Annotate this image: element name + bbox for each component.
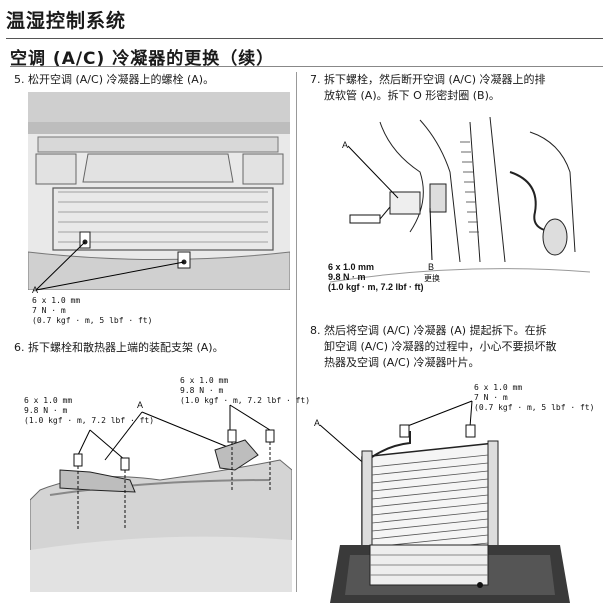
fig8-spec-size: 6 x 1.0 mm <box>474 383 523 392</box>
step-6-text: 6. 拆下螺栓和散热器上端的装配支架 (A)。 <box>14 341 224 354</box>
header-divider <box>6 38 603 39</box>
fig5-spec-size: 6 x 1.0 mm <box>32 296 81 305</box>
figure-step-7 <box>330 116 590 283</box>
fig5-spec-torque: 7 N · m <box>32 306 66 315</box>
step-7-text-line-2: 放软管 (A)。拆下 O 形密封圈 (B)。 <box>324 89 500 102</box>
figure-step-8 <box>319 400 570 603</box>
fig5-label-a: A <box>32 285 39 295</box>
fig7-label-b: B <box>428 262 435 272</box>
fig6-right-spec-torque: 9.8 N · m <box>180 386 224 395</box>
fig8-spec-conversion: (0.7 kgf · m, 5 lbf · ft) <box>474 403 595 412</box>
fig6-right-spec-size: 6 x 1.0 mm <box>180 376 229 385</box>
fig7-label-b-note: 更换 <box>424 274 440 283</box>
fig7-spec-torque: 9.8 N · m <box>328 272 366 282</box>
column-divider <box>296 72 297 592</box>
figure-step-6 <box>30 404 292 592</box>
fig6-right-spec-conversion: (1.0 kgf · m, 7.2 lbf · ft) <box>180 396 311 405</box>
leader-lines-step-5 <box>35 241 185 291</box>
step-8-text-line-3: 热器及空调 (A/C) 冷凝器叶片。 <box>324 356 480 369</box>
fig5-spec-conversion: (0.7 kgf · m, 5 lbf · ft) <box>32 316 153 325</box>
step-8-text-line-2: 卸空调 (A/C) 冷凝器的过程中，小心不要损坏散 <box>324 340 557 353</box>
step-8-text-line-1: 8. 然后将空调 (A/C) 冷凝器 (A) 提起拆下。在拆 <box>310 324 547 337</box>
fig6-left-spec-torque: 9.8 N · m <box>24 406 68 415</box>
fig6-left-spec-conversion: (1.0 kgf · m, 7.2 lbf · ft) <box>24 416 155 425</box>
fig8-spec-torque: 7 N · m <box>474 393 508 402</box>
step-7-text-line-1: 7. 拆下螺栓，然后断开空调 (A/C) 冷凝器上的排 <box>310 73 546 86</box>
fig7-label-a: A <box>342 140 349 150</box>
section-title: 空调 (A/C) 冷凝器的更换（续） <box>10 49 275 69</box>
step-5-text: 5. 松开空调 (A/C) 冷凝器上的螺栓 (A)。 <box>14 73 215 86</box>
page-header-title: 温湿控制系统 <box>6 10 127 32</box>
radiator-support-illustration <box>28 92 290 290</box>
fig6-left-spec-size: 6 x 1.0 mm <box>24 396 73 405</box>
fig7-spec-conversion: (1.0 kgf · m, 7.2 lbf · ft) <box>328 282 424 292</box>
figure-step-5 <box>28 92 290 290</box>
fig8-label-a: A <box>314 418 321 428</box>
fig6-label-a: A <box>137 400 144 410</box>
section-divider <box>10 66 603 67</box>
fig7-spec-size: 6 x 1.0 mm <box>328 262 375 272</box>
